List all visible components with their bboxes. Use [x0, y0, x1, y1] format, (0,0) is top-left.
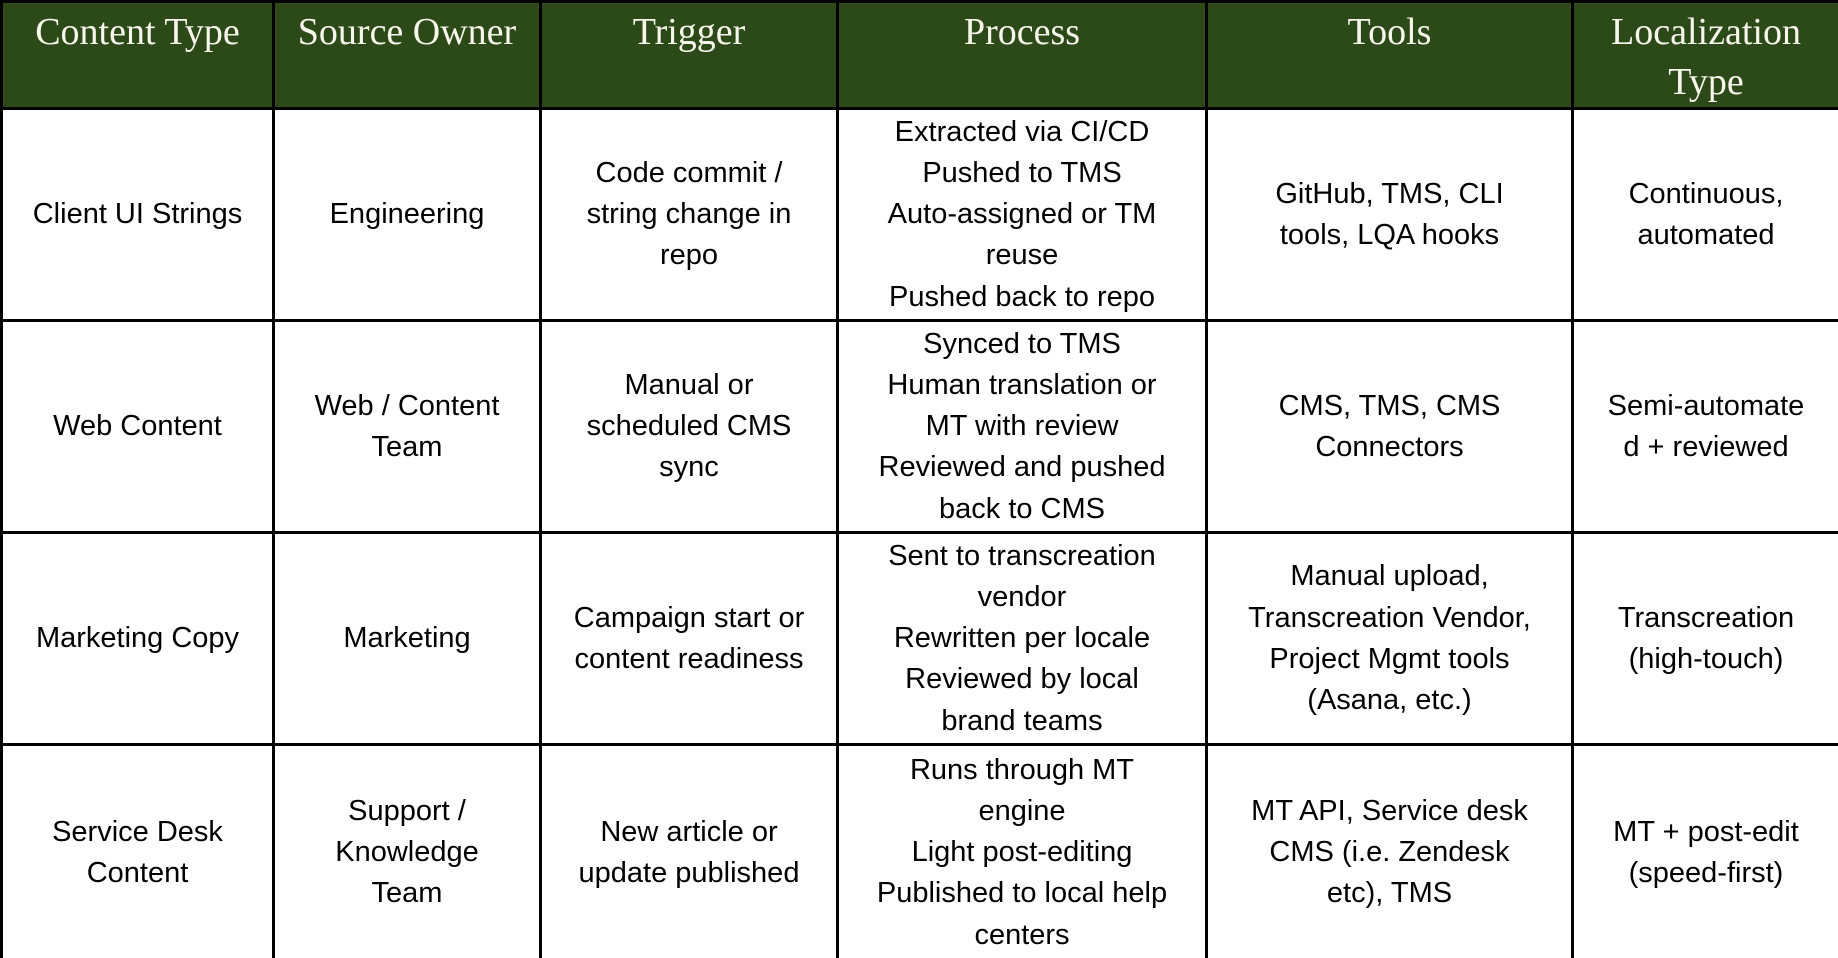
cell-process: Extracted via CI/CD Pushed to TMS Auto-a… — [836, 107, 1208, 323]
column-header-process: Process — [836, 0, 1208, 111]
column-header-source-owner: Source Owner — [272, 0, 542, 111]
cell-trigger: Manual or scheduled CMS sync — [539, 319, 839, 535]
cell-source-owner: Engineering — [272, 107, 542, 323]
column-header-tools: Tools — [1205, 0, 1574, 111]
table-row-client-ui-strings: Client UI Strings Engineering Code commi… — [0, 107, 1838, 323]
cell-source-owner: Marketing — [272, 531, 542, 747]
cell-localization-type: Semi-automate d + reviewed — [1571, 319, 1838, 535]
column-header-trigger: Trigger — [539, 0, 839, 111]
cell-tools: CMS, TMS, CMS Connectors — [1205, 319, 1574, 535]
cell-content-type: Client UI Strings — [0, 107, 275, 323]
column-header-content-type: Content Type — [0, 0, 275, 111]
table-row-marketing-copy: Marketing Copy Marketing Campaign start … — [0, 531, 1838, 747]
header-row: Content Type Source Owner Trigger Proces… — [0, 0, 1838, 111]
cell-process: Sent to transcreation vendor Rewritten p… — [836, 531, 1208, 747]
cell-tools: Manual upload, Transcreation Vendor, Pro… — [1205, 531, 1574, 747]
column-header-localization-type: Localization Type — [1571, 0, 1838, 111]
cell-content-type: Service Desk Content — [0, 743, 275, 958]
cell-content-type: Web Content — [0, 319, 275, 535]
cell-trigger: New article or update published — [539, 743, 839, 958]
cell-process: Synced to TMS Human translation or MT wi… — [836, 319, 1208, 535]
cell-trigger: Code commit / string change in repo — [539, 107, 839, 323]
cell-localization-type: MT + post-edit (speed-first) — [1571, 743, 1838, 958]
cell-process: Runs through MT engine Light post-editin… — [836, 743, 1208, 958]
cell-content-type: Marketing Copy — [0, 531, 275, 747]
cell-localization-type: Continuous, automated — [1571, 107, 1838, 323]
cell-tools: GitHub, TMS, CLI tools, LQA hooks — [1205, 107, 1574, 323]
cell-trigger: Campaign start or content readiness — [539, 531, 839, 747]
table-row-web-content: Web Content Web / Content Team Manual or… — [0, 319, 1838, 535]
table-row-service-desk-content: Service Desk Content Support / Knowledge… — [0, 743, 1838, 958]
cell-tools: MT API, Service desk CMS (i.e. Zendesk e… — [1205, 743, 1574, 958]
cell-localization-type: Transcreation (high-touch) — [1571, 531, 1838, 747]
cell-source-owner: Support / Knowledge Team — [272, 743, 542, 958]
cell-source-owner: Web / Content Team — [272, 319, 542, 535]
